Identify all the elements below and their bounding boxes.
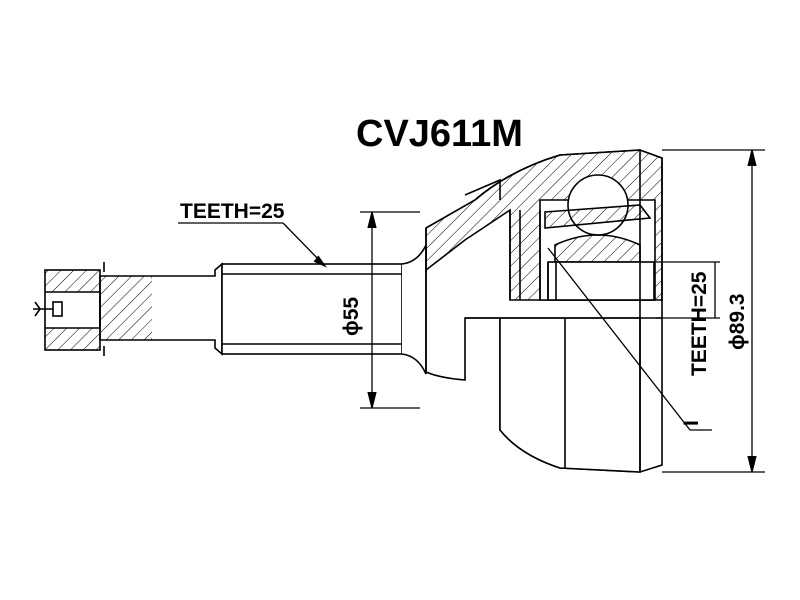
- shaft-thread-section: [99, 275, 158, 341]
- inner-race-bore: [547, 261, 655, 301]
- outer-diameter-label: ϕ89.3: [726, 293, 749, 350]
- housing-lower-body: [465, 317, 641, 473]
- section-marker-label: I: [680, 420, 703, 426]
- shaft-neck: [152, 262, 223, 356]
- shaft-diameter-label: ϕ55: [340, 297, 363, 336]
- drawing-title: CVJ611M: [356, 113, 523, 155]
- dimensions: [178, 149, 765, 473]
- shaft-fillet: [401, 244, 427, 375]
- shaft-end-hatch-top: [45, 270, 100, 292]
- shaft-main: [221, 263, 403, 355]
- inner-teeth-label: TEETH=25: [688, 271, 711, 376]
- axis-marker-square: [52, 301, 63, 317]
- outer-teeth-label: TEETH=25: [180, 200, 285, 223]
- cv-housing: [425, 149, 663, 473]
- cv-ball: [567, 174, 629, 236]
- stub-shaft: [33, 244, 427, 375]
- cv-cage: [544, 204, 652, 229]
- shaft-end-hatch-bottom: [45, 328, 100, 350]
